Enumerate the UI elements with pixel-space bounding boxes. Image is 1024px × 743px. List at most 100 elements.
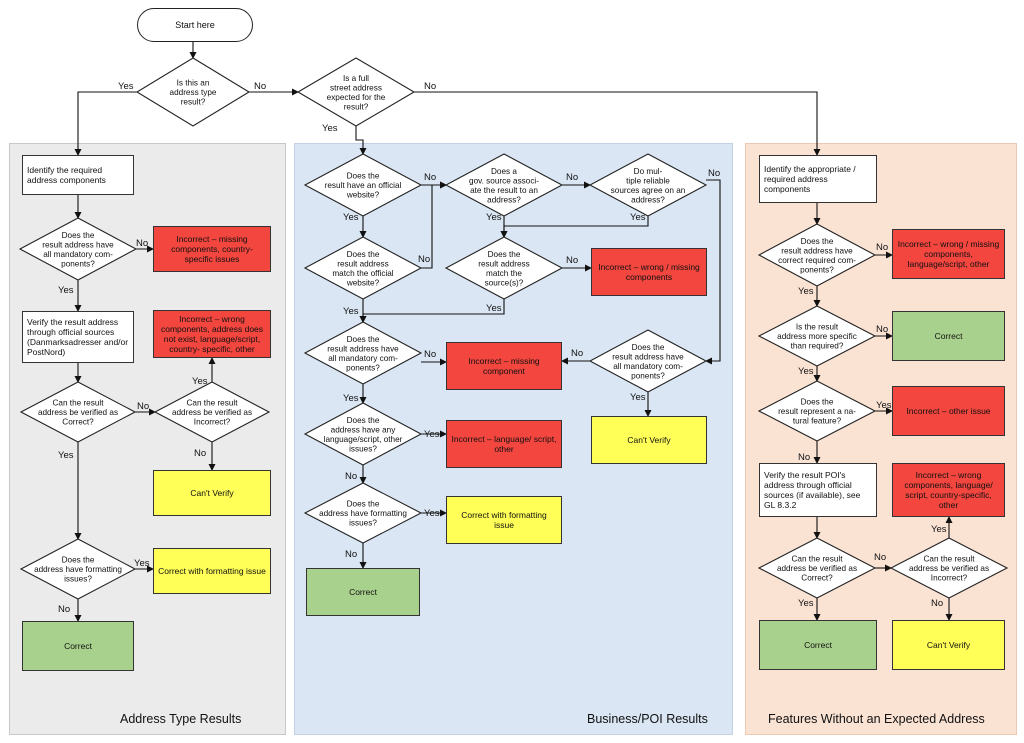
no-label: No [194, 448, 206, 459]
q-mandatory-left-text: ponents? [346, 363, 380, 372]
no-label: No [137, 401, 149, 412]
q-official-website-shape [303, 153, 423, 217]
features-incorrect-wrong-box: Incorrect – wrong / missing components, … [892, 229, 1005, 279]
panel-title-business-poi: Business/POI Results [587, 712, 708, 726]
no-label: No [874, 552, 886, 563]
panel-title-features: Features Without an Expected Address [768, 712, 985, 726]
q-verify-correct-text: Can the result [53, 399, 105, 408]
edge-q2-yes [355, 126, 367, 155]
q-features-correct-text: Correct? [801, 574, 833, 583]
q-multi-sources-shape [588, 153, 708, 217]
no-label: No [798, 452, 810, 463]
yes-label: Yes [58, 450, 74, 461]
q-match-website-text: Does the [347, 250, 380, 259]
edge-q2-no [414, 91, 821, 156]
features-incorrect-wrong2-box: Incorrect – wrong components, language/ … [892, 463, 1005, 517]
yes-label: Yes [931, 524, 947, 535]
identify-components-box: Identify the required address components [22, 155, 134, 195]
q-multi-sources-text: Do mul- [634, 167, 663, 176]
q-mandatory-left-text: Does the [347, 335, 380, 344]
q-full-street-text: street address [330, 83, 382, 92]
incorrect-missing-box: Incorrect – missing components, country-… [153, 226, 271, 272]
correct-box: Correct [22, 621, 134, 671]
yes-label: Yes [486, 212, 502, 223]
incorrect-language-box: Incorrect – language/ script, other [446, 420, 562, 468]
q-gov-source-text: address? [487, 195, 521, 204]
features-cant-verify-box: Can't Verify [892, 620, 1005, 670]
q-formatting-text: address have formatting [34, 565, 122, 574]
q-mandatory-text: result address have [42, 240, 114, 249]
q-formatting-text: Does the [62, 556, 95, 565]
features-incorrect-other-box: Incorrect – other issue [892, 386, 1005, 436]
edge-matchweb-no [421, 181, 447, 269]
q-match-sources-text: source(s)? [485, 278, 524, 287]
edge-q1-yes [74, 91, 137, 156]
incorrect-missing-component-box: Incorrect – missing component [446, 342, 562, 390]
q-mandatory-text: ponents? [61, 259, 95, 268]
q-gov-source-text: gov. source associ- [469, 176, 539, 185]
q-official-website-text: Does the [347, 172, 380, 181]
no-label: No [345, 549, 357, 560]
incorrect-wrong-box: Incorrect – wrong components, address do… [153, 310, 271, 358]
no-label: No [931, 598, 943, 609]
yes-label: Yes [798, 366, 814, 377]
q-match-website-text: website? [346, 278, 380, 287]
q-match-website-text: match the official [332, 269, 393, 278]
q-verify-incorrect-text: Incorrect? [194, 418, 231, 427]
yes-label: Yes [424, 429, 440, 440]
q-multi-sources-text: tiple reliable [626, 176, 670, 185]
yes-label: Yes [876, 400, 892, 411]
no-label: No [571, 348, 583, 359]
q-features-incorrect-text: Incorrect? [931, 574, 968, 583]
yes-label: Yes [192, 376, 208, 387]
yes-label: Yes [343, 306, 359, 317]
q-official-website-text: website? [346, 191, 380, 200]
no-label: No [136, 238, 148, 249]
yes-label: Yes [118, 81, 134, 92]
q-required-components-text: result address have [781, 246, 853, 255]
q-full-street-text: Is a full [343, 74, 369, 83]
yes-label: Yes [424, 508, 440, 519]
q-more-specific-text: Is the result [796, 323, 839, 332]
q-gov-source-text: Does a [491, 167, 517, 176]
q-verify-correct-text: Correct? [62, 418, 94, 427]
yes-label: Yes [630, 212, 646, 223]
q-required-components-text: correct required com- [778, 256, 856, 265]
q-language-text: issues? [349, 444, 377, 453]
q-features-incorrect-shape [889, 537, 1009, 599]
q-full-street-shape [296, 57, 416, 127]
correct-formatting-box: Correct with formatting issue [153, 548, 271, 594]
q-mandatory-shape [18, 217, 138, 281]
q-business-format-text: Does the [347, 500, 380, 509]
q-mandatory-right-text: result address have [612, 352, 684, 361]
q-more-specific-shape [757, 305, 877, 367]
q-more-specific-text: than required? [791, 342, 844, 351]
no-label: No [566, 172, 578, 183]
q-multi-sources-text: sources agree on an [611, 186, 686, 195]
q-full-street-text: expected for the [327, 93, 386, 102]
q-mandatory-right-shape [588, 329, 708, 393]
q-language-text: language/script, other [324, 435, 403, 444]
incorrect-wrong-missing-box: Incorrect – wrong / missing components [591, 248, 707, 296]
q-mandatory-right-text: all mandatory com- [613, 362, 683, 371]
edge-multi-no [705, 179, 721, 365]
q-match-website-shape [303, 236, 423, 300]
no-label: No [424, 172, 436, 183]
no-label: No [424, 349, 436, 360]
yes-label: Yes [134, 558, 150, 569]
no-label: No [876, 242, 888, 253]
q-address-type-text: address type [170, 88, 217, 97]
q-formatting-text: issues? [64, 575, 92, 584]
q-mandatory-left-text: all mandatory com- [328, 354, 398, 363]
